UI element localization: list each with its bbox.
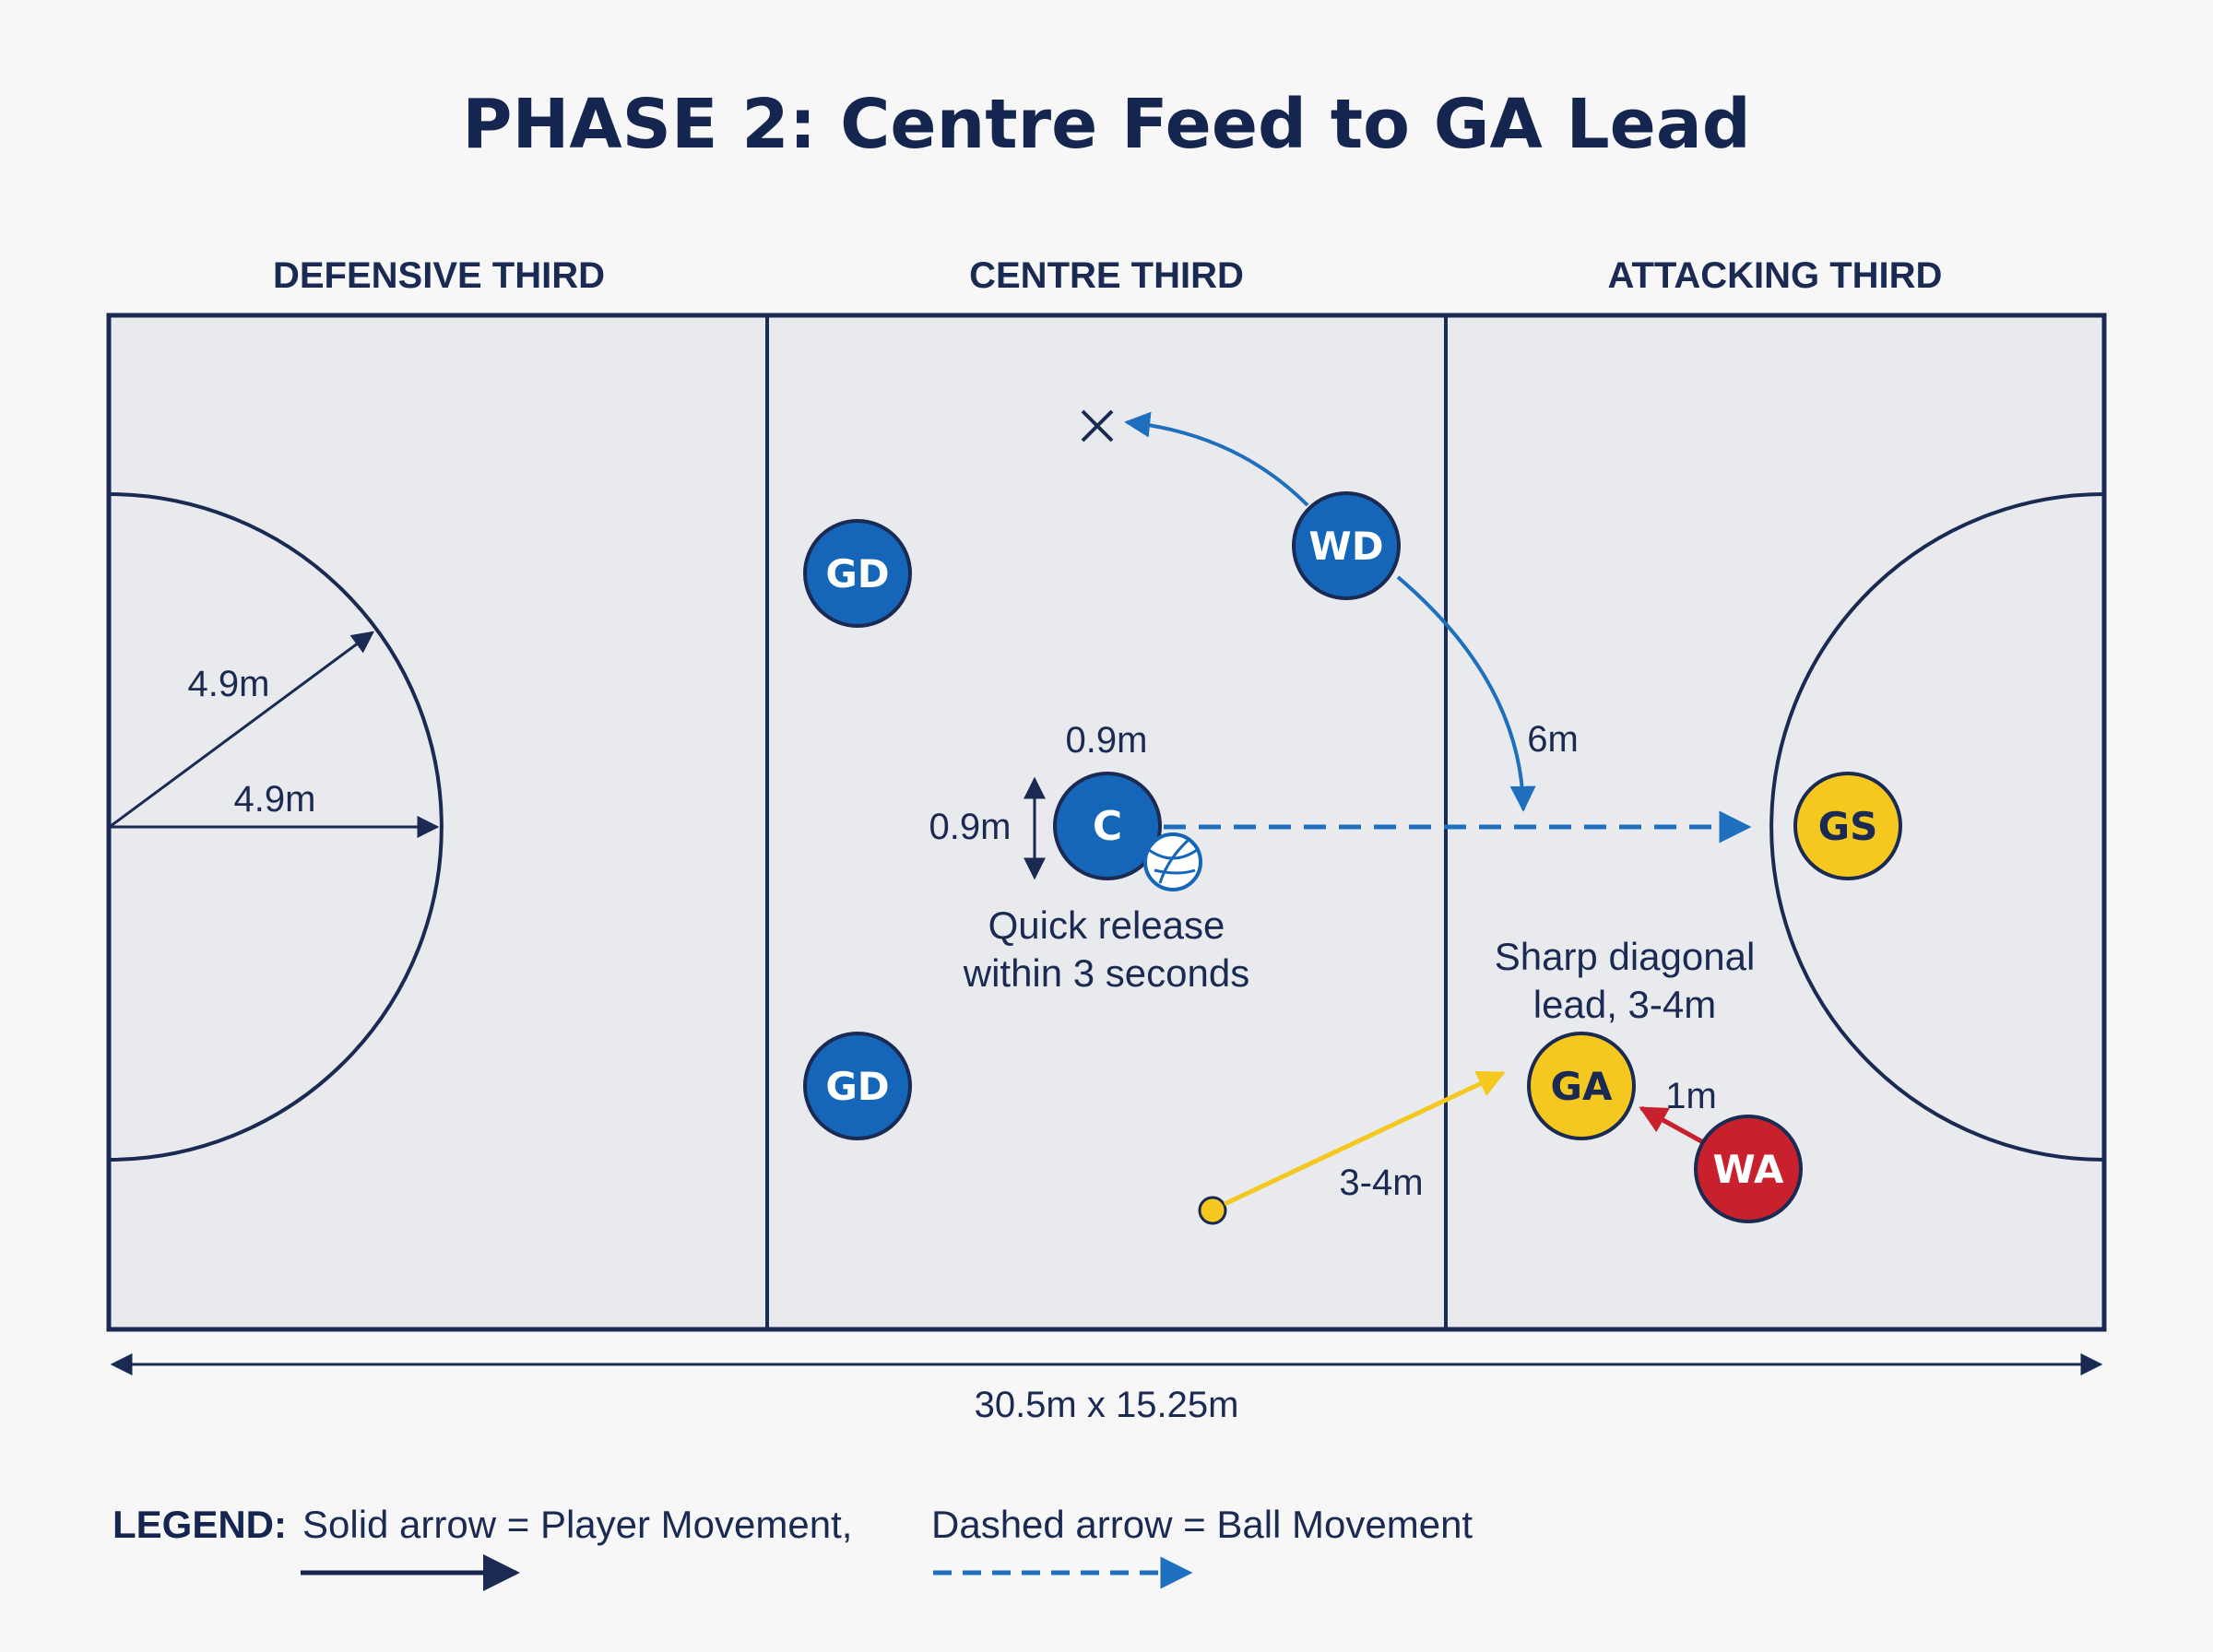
player-label: GD <box>825 551 889 596</box>
diagonal-lead-line2: lead, 3-4m <box>1533 983 1716 1026</box>
player-label: C <box>1093 803 1122 850</box>
radius-label-horizontal: 4.9m <box>234 779 316 820</box>
legend-solid-label: Solid arrow = Player Movement, <box>302 1503 852 1546</box>
court-dimension-label: 30.5m x 15.25m <box>975 1385 1239 1425</box>
quick-release-line1: Quick release <box>988 903 1225 947</box>
player-ga: GA <box>1527 1032 1636 1140</box>
ga-start-marker <box>1198 1196 1227 1225</box>
ball-icon <box>1143 832 1202 891</box>
player-wa: WA <box>1694 1115 1803 1223</box>
shooting-circle-right <box>1769 492 2105 1162</box>
zone-label-defensive: DEFENSIVE THIRD <box>273 255 605 296</box>
player-gd-top: GD <box>803 519 912 628</box>
wa-movement-arrow <box>1639 1105 1713 1150</box>
wd-curve-arrow <box>1396 575 1536 812</box>
quick-release-line2: within 3 seconds <box>963 951 1250 995</box>
radius-label-diagonal: 4.9m <box>188 664 270 704</box>
player-label: WA <box>1713 1147 1784 1192</box>
diagonal-lead-line1: Sharp diagonal <box>1495 935 1756 978</box>
target-x-icon <box>1081 409 1114 442</box>
radius-arrow-diagonal <box>110 631 374 828</box>
distance-label-3-4m: 3-4m <box>1339 1162 1423 1203</box>
player-label: GS <box>1818 804 1878 849</box>
player-wd: WD <box>1292 491 1401 600</box>
shooting-circle-left <box>108 492 444 1162</box>
zone-label-attacking: ATTACKING THIRD <box>1608 255 1943 296</box>
wd-movement-arrow <box>1124 411 1309 507</box>
legend-heading: LEGEND: <box>112 1503 287 1546</box>
player-label: WD <box>1308 524 1383 569</box>
player-gs: GS <box>1793 772 1902 880</box>
zone-label-centre: CENTRE THIRD <box>969 255 1244 296</box>
ga-lead-arrow <box>1223 1070 1506 1207</box>
distance-label-1m: 1m <box>1665 1076 1717 1116</box>
centre-circle-height-label: 0.9m <box>929 807 1012 847</box>
distance-label-6m: 6m <box>1527 719 1579 760</box>
legend: LEGEND: Solid arrow = Player Movement, D… <box>112 1503 1473 1591</box>
player-gd-bottom: GD <box>803 1032 912 1140</box>
player-label: GD <box>825 1064 889 1109</box>
page-title: PHASE 2: Centre Feed to GA Lead <box>462 85 1751 164</box>
centre-circle-width-label: 0.9m <box>1066 720 1148 761</box>
player-label: GA <box>1551 1064 1613 1109</box>
legend-dashed-label: Dashed arrow = Ball Movement <box>931 1503 1473 1546</box>
player-c: C <box>1053 772 1162 880</box>
